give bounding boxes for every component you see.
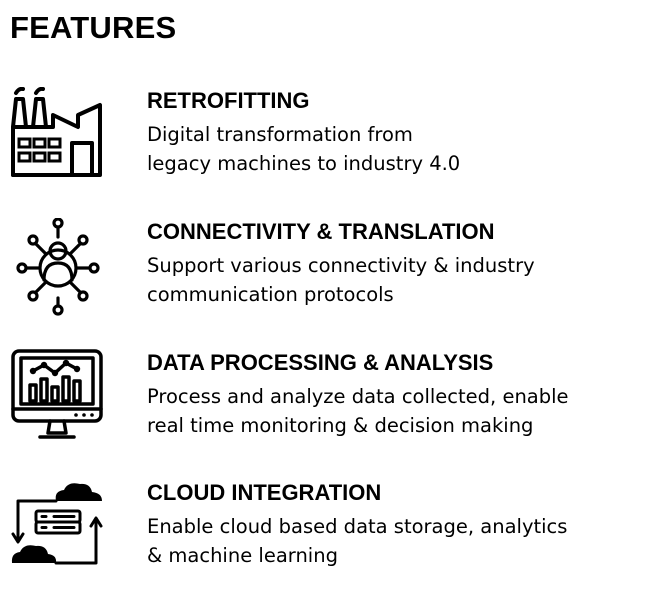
- feature-description-line: real time monitoring & decision making: [147, 414, 534, 437]
- feature-description-line: Process and analyze data collected, enab…: [147, 385, 569, 408]
- feature-heading: CONNECTIVITY & TRANSLATION: [147, 219, 495, 244]
- feature-connectivity-translation: CONNECTIVITY & TRANSLATION Support vario…: [0, 218, 652, 338]
- feature-description-line: Support various connectivity & industry: [147, 254, 535, 277]
- feature-description-line: Digital transformation from: [147, 123, 413, 146]
- feature-description: Digital transformation from legacy machi…: [147, 120, 460, 178]
- feature-description-line: Enable cloud based data storage, analyti…: [147, 515, 568, 538]
- network-user-icon: [8, 218, 108, 318]
- page-title: FEATURES: [10, 10, 177, 45]
- feature-description: Support various connectivity & industry …: [147, 251, 535, 309]
- feature-description-line: & machine learning: [147, 544, 338, 567]
- feature-description-line: communication protocols: [147, 283, 394, 306]
- factory-icon: [8, 87, 108, 187]
- feature-heading: RETROFITTING: [147, 88, 310, 113]
- feature-heading: DATA PROCESSING & ANALYSIS: [147, 350, 494, 375]
- feature-description: Enable cloud based data storage, analyti…: [147, 512, 567, 570]
- cloud-server-sync-icon: [8, 479, 108, 579]
- feature-cloud-integration: CLOUD INTEGRATION Enable cloud based dat…: [0, 479, 652, 599]
- monitor-chart-icon: [8, 349, 108, 449]
- feature-heading: CLOUD INTEGRATION: [147, 480, 382, 505]
- feature-retrofitting: RETROFITTING Digital transformation from…: [0, 87, 652, 207]
- feature-description: Process and analyze data collected, enab…: [147, 382, 569, 440]
- feature-description-line: legacy machines to industry 4.0: [147, 152, 461, 175]
- feature-data-processing-analysis: DATA PROCESSING & ANALYSIS Process and a…: [0, 349, 652, 469]
